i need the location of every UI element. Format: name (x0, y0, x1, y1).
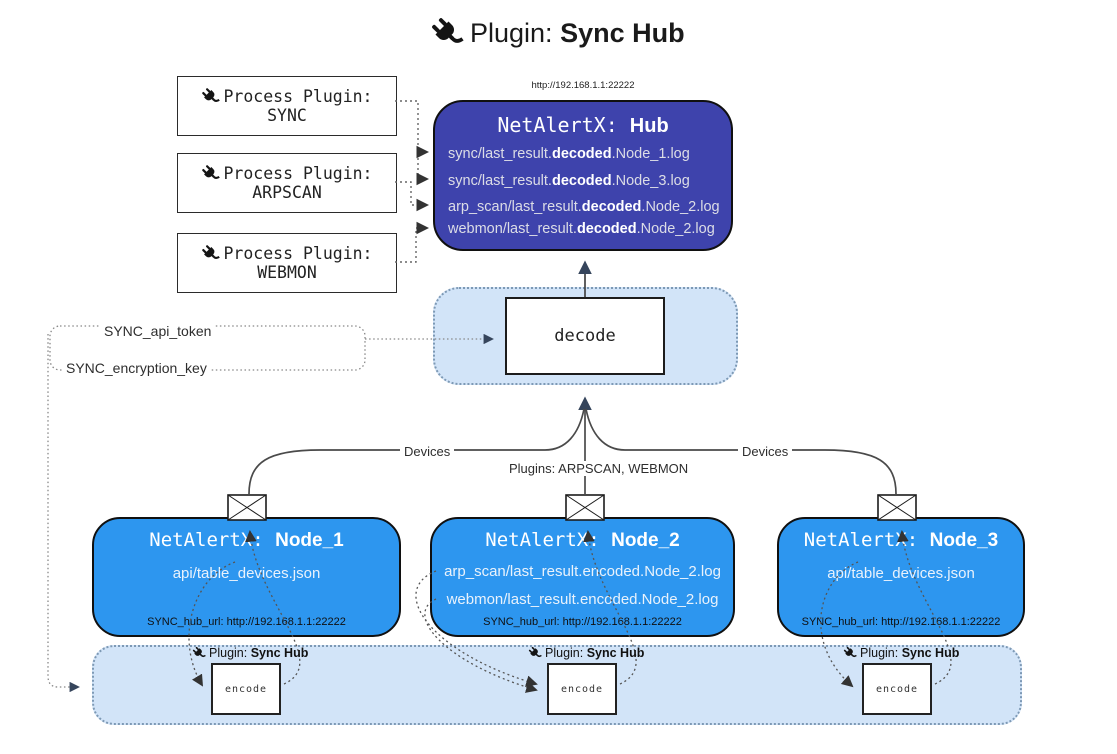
page-title: Plugin: Sync Hub (430, 16, 730, 50)
hub-title: NetAlertX: Hub (435, 113, 731, 138)
process-plugin-name: SYNC (267, 106, 307, 125)
node-title: NetAlertX: Node_2 (485, 529, 680, 551)
plug-icon (843, 646, 857, 660)
edge-label-devices-left: Devices (400, 444, 455, 459)
hub-node: NetAlertX: Hub sync/last_result.decoded.… (433, 100, 733, 251)
hub-title-mono: NetAlertX: (497, 113, 630, 137)
encode-group-label: Plugin: Sync Hub (843, 646, 959, 660)
encode-box: encode (211, 663, 281, 715)
encode-group-label: Plugin: Sync Hub (192, 646, 308, 660)
node-body-line: api/table_devices.json (172, 565, 321, 582)
node-title: NetAlertX: Node_3 (803, 529, 999, 551)
envelope-icon (877, 494, 917, 521)
plug-icon (201, 164, 221, 183)
process-plugin-label: Process Plugin: (223, 87, 373, 106)
process-plugin-name: ARPSCAN (252, 183, 322, 202)
node-body-line: arp_scan/last_result.encoded.Node_2.log (444, 563, 721, 580)
hub-title-bold: Hub (629, 115, 669, 137)
encode-box: encode (547, 663, 617, 715)
hub-log-line: webmon/last_result.decoded.Node_2.log (448, 221, 715, 237)
process-plugin-webmon: Process Plugin: WEBMON (177, 233, 397, 293)
plug-icon (201, 87, 221, 106)
hub-log-line: arp_scan/last_result.decoded.Node_2.log (448, 199, 720, 215)
process-plugin-label: Process Plugin: (223, 164, 373, 183)
node-body-line: webmon/last_result.encoded.Node_2.log (446, 591, 719, 608)
process-plugin-label: Process Plugin: (223, 244, 373, 263)
envelope-icon (227, 494, 267, 521)
encode-group-label: Plugin: Sync Hub (528, 646, 644, 660)
edge-label-devices-right: Devices (738, 444, 793, 459)
decode-label: decode (554, 326, 616, 346)
hub-url-label: http://192.168.1.1:22222 (531, 80, 635, 91)
config-api-token-label: SYNC_api_token (100, 323, 216, 339)
config-encryption-key-label: SYNC_encryption_key (62, 360, 211, 376)
encode-box: encode (862, 663, 932, 715)
node-title: NetAlertX: Node_1 (149, 529, 344, 551)
process-plugin-name: WEBMON (257, 263, 317, 282)
plug-icon (201, 244, 221, 263)
hub-log-line: sync/last_result.decoded.Node_3.log (448, 173, 690, 189)
node-body-line: api/table_devices.json (827, 565, 975, 582)
decode-box: decode (505, 297, 665, 375)
process-plugin-arpscan: Process Plugin: ARPSCAN (177, 153, 397, 213)
title-prefix: Plugin: (470, 17, 561, 48)
plug-icon (192, 646, 206, 660)
process-plugin-sync: Process Plugin: SYNC (177, 76, 397, 136)
node-hub-url: SYNC_hub_url: http://192.168.1.1:22222 (483, 616, 682, 628)
node-hub-url: SYNC_hub_url: http://192.168.1.1:22222 (147, 616, 346, 628)
plug-icon (528, 646, 542, 660)
title-bold: Sync Hub (560, 17, 685, 48)
node-hub-url: SYNC_hub_url: http://192.168.1.1:22222 (801, 616, 1001, 628)
node-2: NetAlertX: Node_2 arp_scan/last_result.e… (430, 517, 735, 637)
node-1: NetAlertX: Node_1 api/table_devices.json… (92, 517, 401, 637)
hub-log-line: sync/last_result.decoded.Node_1.log (448, 146, 690, 162)
node-3: NetAlertX: Node_3 api/table_devices.json… (777, 517, 1025, 637)
plug-icon (430, 16, 464, 50)
envelope-icon (565, 494, 605, 521)
edge-label-plugins: Plugins: ARPSCAN, WEBMON (505, 461, 693, 476)
